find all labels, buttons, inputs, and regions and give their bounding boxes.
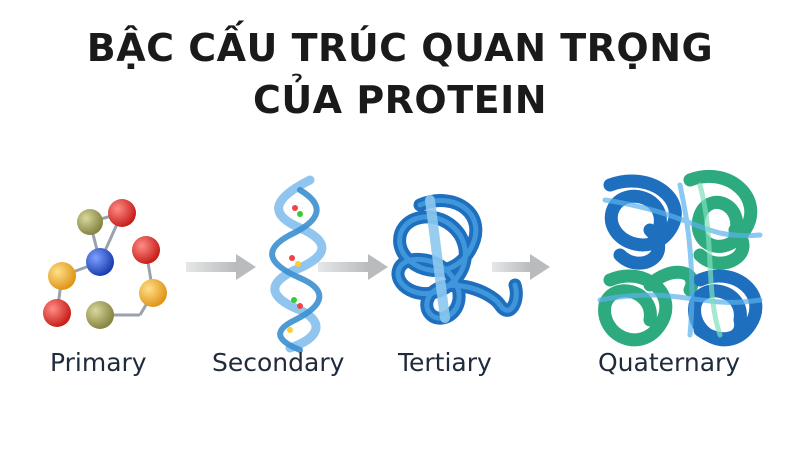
protein-complex-icon bbox=[597, 169, 763, 347]
page-title: BẬC CẤU TRÚC QUAN TRỌNG CỦA PROTEIN bbox=[0, 22, 800, 126]
amino-acid-bead bbox=[86, 248, 114, 276]
stage-label-primary: Primary bbox=[50, 348, 147, 377]
amino-acid-bead bbox=[48, 262, 76, 290]
arrow-icon bbox=[318, 254, 388, 280]
stage-label-quaternary: Quaternary bbox=[598, 348, 741, 377]
stage-label-tertiary: Tertiary bbox=[398, 348, 492, 377]
amino-acid-bead bbox=[139, 279, 167, 307]
title-line-1: BẬC CẤU TRÚC QUAN TRỌNG bbox=[86, 26, 714, 70]
amino-acid-bead bbox=[77, 209, 103, 235]
folded-protein-icon bbox=[391, 194, 523, 325]
stage-label-secondary: Secondary bbox=[212, 348, 345, 377]
amino-acid-bead bbox=[132, 236, 160, 264]
title-line-2: CỦA PROTEIN bbox=[252, 78, 548, 122]
arrow-icon bbox=[186, 254, 256, 280]
amino-acid-bead bbox=[108, 199, 136, 227]
amino-acid-bead bbox=[43, 299, 71, 327]
alpha-helix-icon bbox=[269, 175, 327, 353]
arrow-icon bbox=[492, 254, 550, 280]
amino-acid-chain-icon bbox=[43, 199, 167, 329]
amino-acid-bead bbox=[86, 301, 114, 329]
